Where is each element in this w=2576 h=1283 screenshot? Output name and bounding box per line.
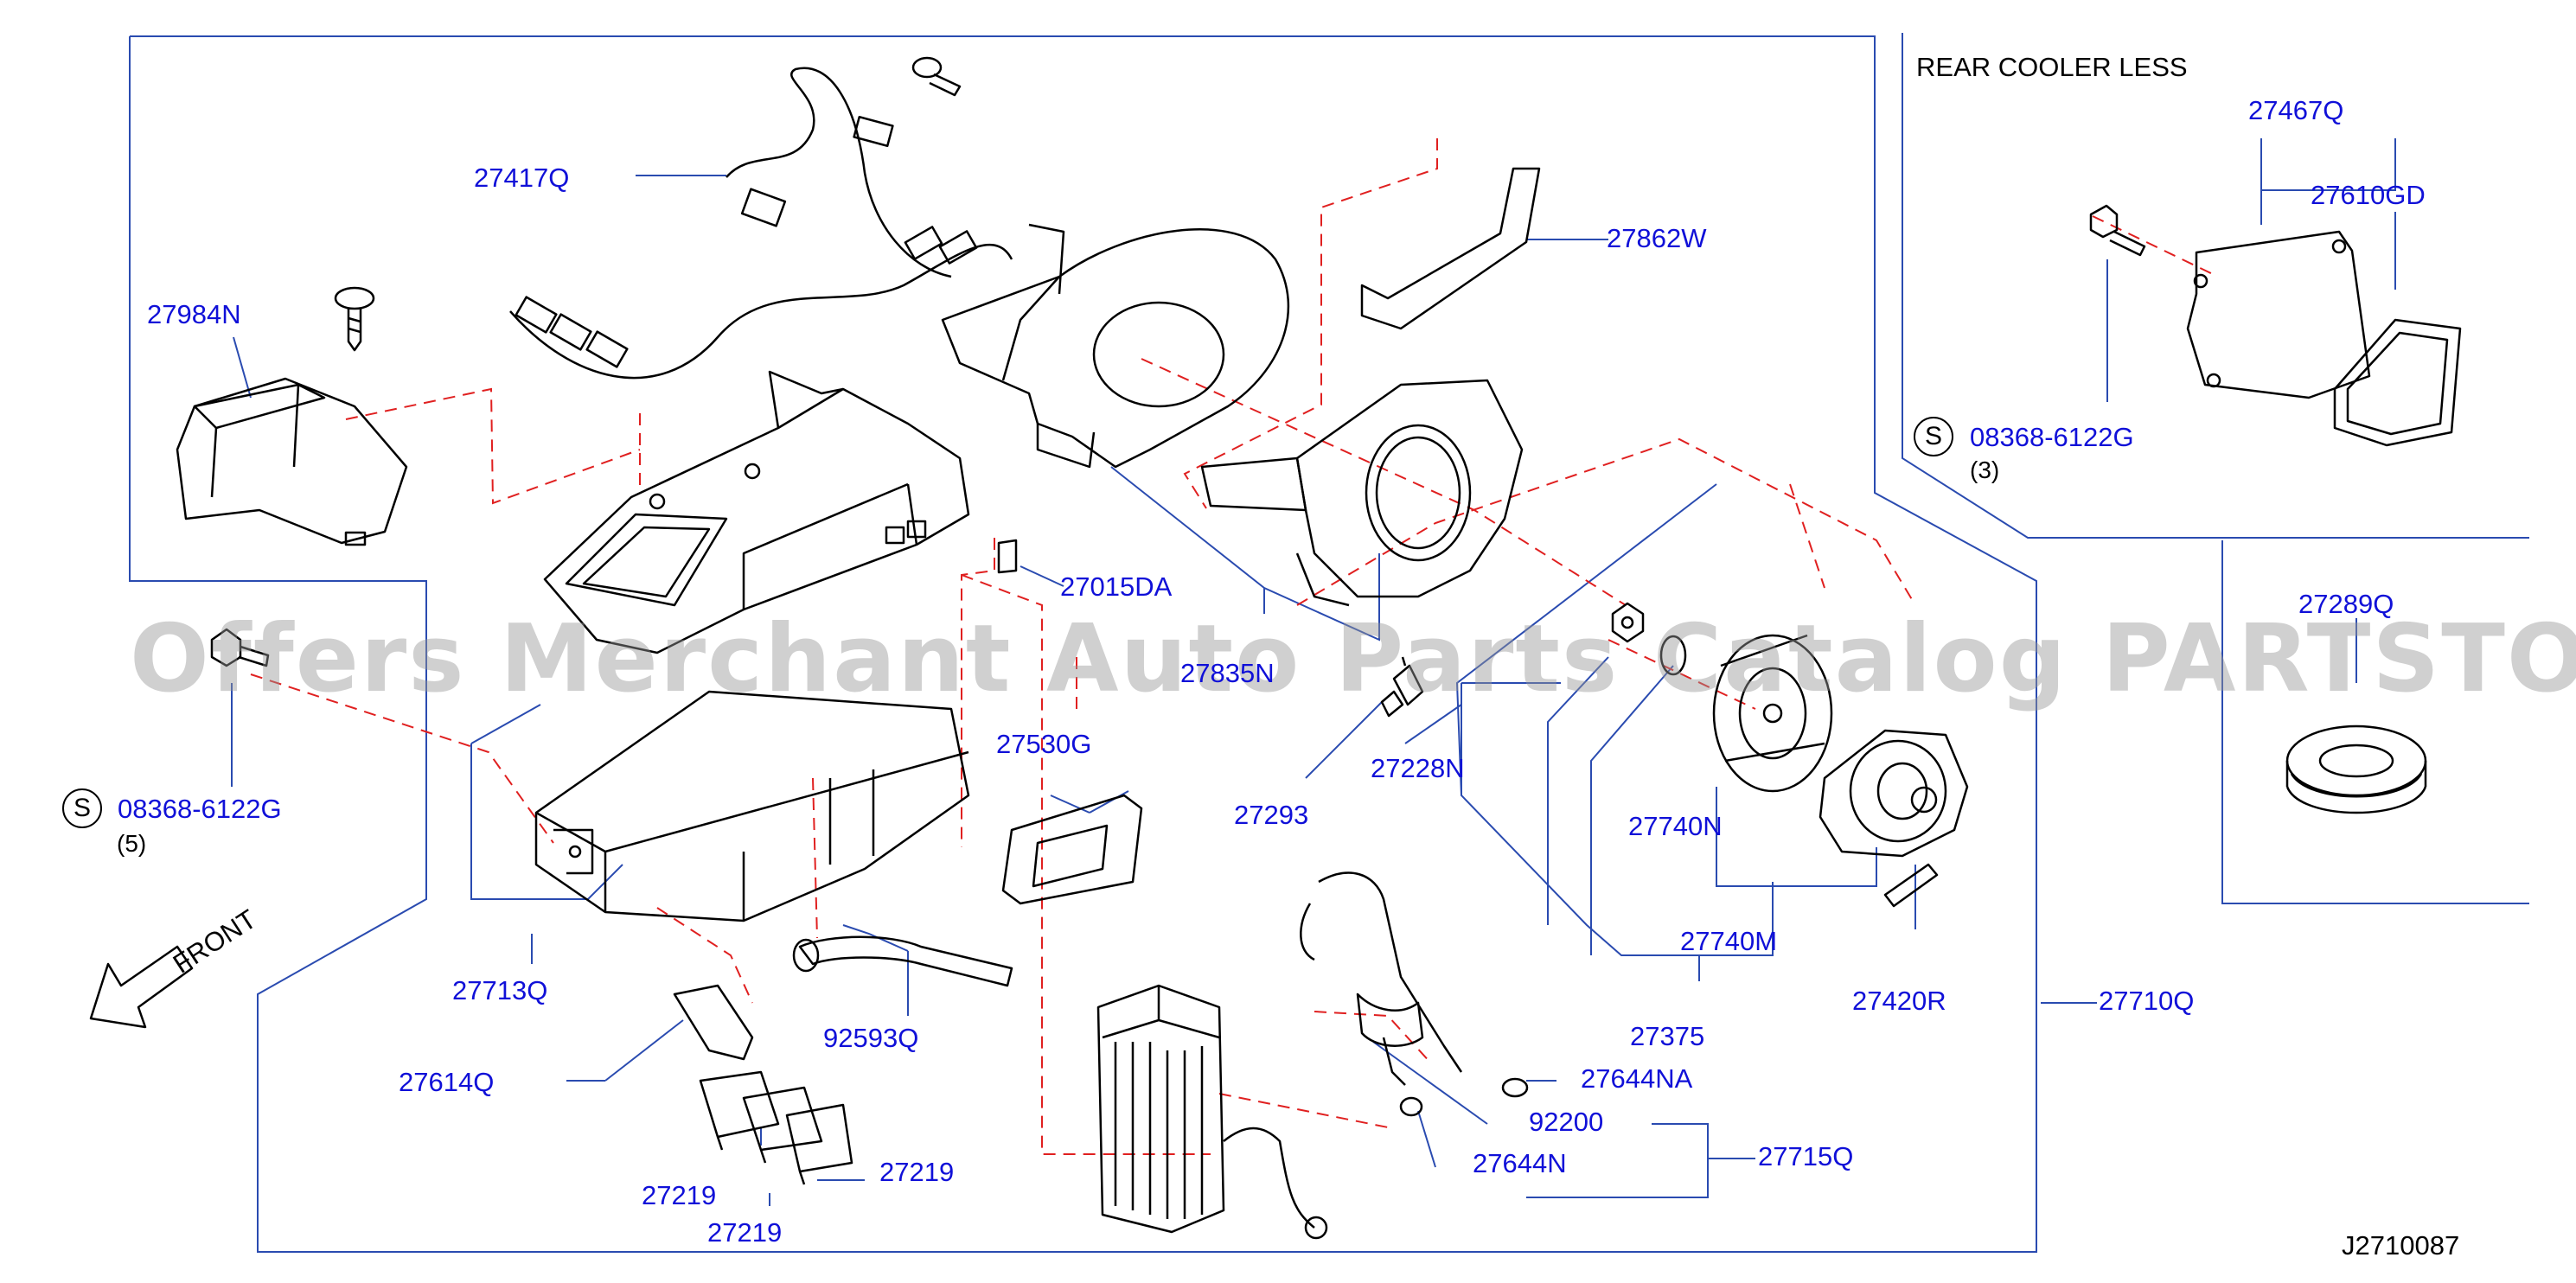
part-label-27467q[interactable]: 27467Q bbox=[2248, 95, 2344, 125]
duct-27984n-sketch bbox=[176, 377, 408, 546]
screw-sketch-left bbox=[210, 628, 270, 667]
sensor-27420r-sketch bbox=[1883, 863, 1939, 908]
part-label-27644na[interactable]: 27644NA bbox=[1581, 1063, 1693, 1094]
part-label-27740m[interactable]: 27740M bbox=[1680, 926, 1778, 956]
part-label-27713q[interactable]: 27713Q bbox=[452, 975, 548, 1005]
part-label-27228n[interactable]: 27228N bbox=[1371, 753, 1465, 783]
bracket-27862w-sketch bbox=[1360, 167, 1541, 330]
washer-sketch bbox=[1659, 635, 1687, 676]
grommet-27289q-sketch bbox=[2285, 724, 2427, 814]
main-frame bbox=[129, 33, 2529, 1253]
part-label-27984n[interactable]: 27984N bbox=[147, 299, 241, 329]
part-label-27740n[interactable]: 27740N bbox=[1628, 811, 1723, 841]
rear-cooler-note: REAR COOLER LESS bbox=[1916, 52, 2188, 82]
fan-27740n-sketch bbox=[1712, 634, 1833, 793]
hose-92593q-sketch bbox=[792, 935, 1013, 987]
module-27467q-sketch bbox=[2186, 230, 2371, 399]
blower-flange-sketch bbox=[1200, 379, 1524, 607]
leader-lines bbox=[231, 138, 2396, 1206]
harness-27417q-sketch bbox=[509, 67, 1013, 380]
part-label-27219-left[interactable]: 27219 bbox=[642, 1180, 717, 1210]
part-label-27644n[interactable]: 27644N bbox=[1473, 1148, 1567, 1178]
bracket-27530g-sketch bbox=[1001, 794, 1143, 905]
resistor-27228n-sketch bbox=[1392, 656, 1424, 706]
part-sketches bbox=[89, 56, 2462, 1240]
part-label-27715q[interactable]: 27715Q bbox=[1758, 1141, 1854, 1171]
qty-left: (5) bbox=[117, 830, 147, 857]
part-label-27219-right[interactable]: 27219 bbox=[879, 1157, 955, 1187]
fastener-27293-sketch bbox=[1380, 690, 1404, 718]
actuators-sketch bbox=[673, 984, 853, 1185]
blower-scroll-sketch bbox=[941, 223, 1290, 469]
clip-27015da-sketch bbox=[997, 539, 1018, 574]
valve-pipes-sketch bbox=[1300, 871, 1529, 1117]
screw-mark-left: S bbox=[62, 788, 102, 828]
part-label-27835n[interactable]: 27835N bbox=[1180, 658, 1275, 688]
screw-sketch-1 bbox=[334, 286, 375, 352]
part-label-27610gd[interactable]: 27610GD bbox=[2311, 180, 2426, 210]
watermark: Offers Merchant Auto Parts Catalog PARTS… bbox=[130, 605, 2576, 713]
part-label-27375[interactable]: 27375 bbox=[1630, 1021, 1705, 1051]
screw-sketch-2 bbox=[911, 56, 962, 97]
screw-sketch-right bbox=[2089, 204, 2146, 257]
part-label-27862w[interactable]: 27862W bbox=[1607, 223, 1707, 253]
part-label-27530g[interactable]: 27530G bbox=[996, 729, 1092, 759]
part-label-27420r[interactable]: 27420R bbox=[1852, 986, 1946, 1016]
diagram-code: J2710087 bbox=[2342, 1230, 2460, 1261]
part-label-27417q[interactable]: 27417Q bbox=[474, 163, 570, 193]
part-label-08368-6122g-right[interactable]: 08368-6122G bbox=[1970, 422, 2134, 452]
seal-27610gd-sketch bbox=[2333, 318, 2462, 447]
upper-case-sketch bbox=[543, 370, 970, 654]
part-label-92200[interactable]: 92200 bbox=[1529, 1107, 1604, 1137]
motor-sketch bbox=[1819, 729, 1969, 858]
part-label-08368-6122g-left[interactable]: 08368-6122G bbox=[118, 794, 282, 824]
part-label-27293[interactable]: 27293 bbox=[1234, 800, 1309, 830]
heater-core-sketch bbox=[1096, 984, 1328, 1240]
part-label-92593q[interactable]: 92593Q bbox=[823, 1023, 919, 1053]
part-label-27289q[interactable]: 27289Q bbox=[2298, 589, 2394, 619]
part-label-27614q[interactable]: 27614Q bbox=[399, 1067, 495, 1097]
nut-sketch bbox=[1611, 602, 1645, 643]
part-label-27710q[interactable]: 27710Q bbox=[2099, 986, 2195, 1016]
part-label-27219-bottom[interactable]: 27219 bbox=[707, 1217, 783, 1248]
screw-mark-right: S bbox=[1914, 417, 1953, 456]
front-arrow-icon bbox=[89, 945, 194, 1029]
part-label-27015da[interactable]: 27015DA bbox=[1060, 571, 1173, 602]
lower-case-sketch bbox=[534, 690, 970, 922]
qty-right: (3) bbox=[1970, 456, 2000, 483]
